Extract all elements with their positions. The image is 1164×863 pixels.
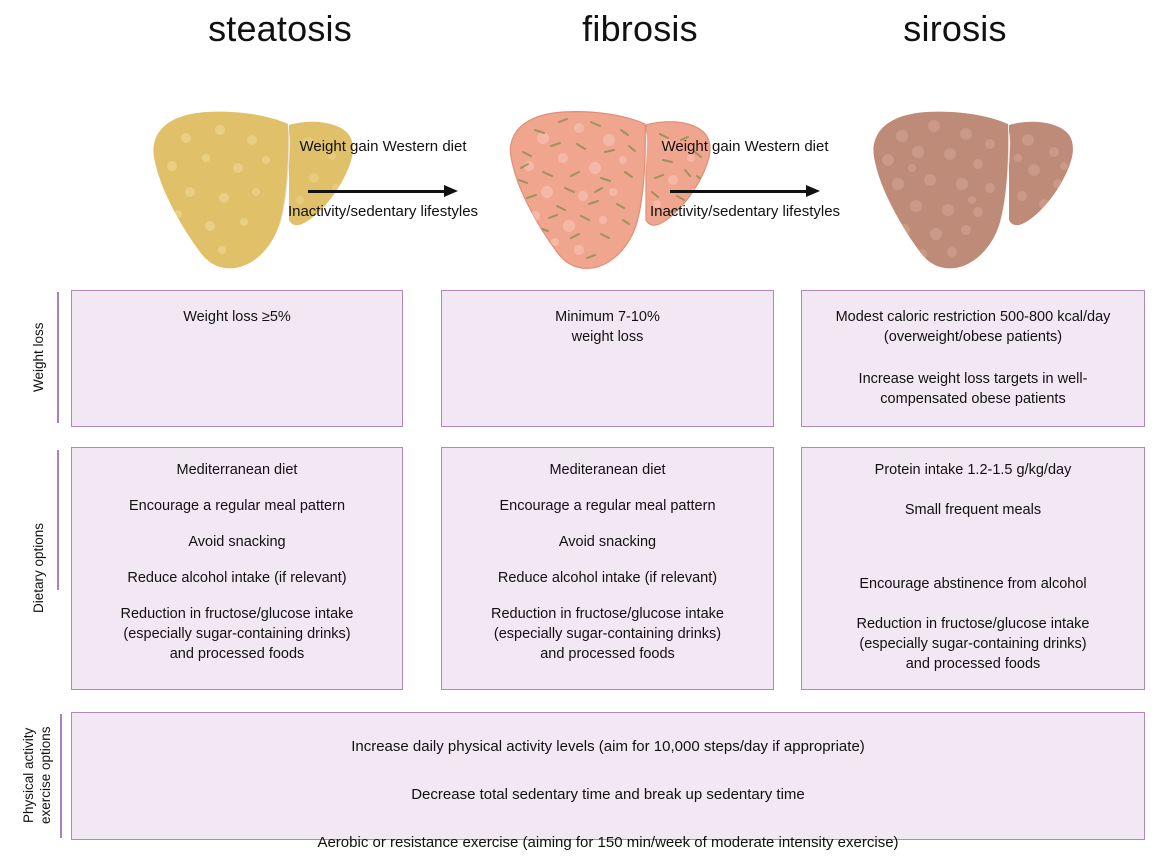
row-label-weight-loss: Weight loss xyxy=(31,322,46,393)
transition-label-top-1: Weight gain Western diet xyxy=(299,138,467,155)
liver-illustration-steatosis xyxy=(148,100,358,275)
cell-text: Reduction in fructose/glucose intake (es… xyxy=(120,606,354,662)
cell-text: Reduction in fructose/glucose intake (es… xyxy=(491,606,724,662)
arrow-right-icon-1 xyxy=(308,185,458,197)
stage-titles: steatosis fibrosis sirosis xyxy=(0,8,1164,62)
cell-text: Aerobic or resistance exercise (aiming f… xyxy=(317,834,899,851)
cell-text: Encourage abstinence from alcohol xyxy=(859,576,1087,592)
arrow-right-icon-2 xyxy=(670,185,820,197)
cell-text: Reduction in fructose/glucose intake (es… xyxy=(856,616,1090,672)
liver-illustration-fibrosis xyxy=(505,100,715,275)
cell-text: Decrease total sedentary time and break … xyxy=(411,786,805,803)
row-rule-weight-loss xyxy=(57,292,59,423)
cell-text: Avoid snacking xyxy=(188,534,286,550)
cell-text: Minimum 7-10% weight loss xyxy=(555,309,660,345)
cell-text: Reduce alcohol intake (if relevant) xyxy=(497,570,718,586)
cell-text: Encourage a regular meal pattern xyxy=(499,498,716,514)
weight-loss-cell-cirrhosis: Modest caloric restriction 500-800 kcal/… xyxy=(801,290,1145,427)
row-label-physical-activity: Physical activity exercise options xyxy=(21,726,53,824)
row-rule-dietary-options xyxy=(57,450,59,590)
stage-title-sirosis: sirosis xyxy=(903,8,1007,49)
cell-text: Mediteranean diet xyxy=(549,462,666,478)
weight-loss-cell-fibrosis: Minimum 7-10% weight loss xyxy=(441,290,774,427)
cell-text: Mediterranean diet xyxy=(176,462,298,478)
liver-illustration-cirrhosis xyxy=(868,100,1078,275)
row-label-dietary-options: Dietary options xyxy=(31,522,46,613)
transition-arrow-group-2: Weight gain Western diet Inactivity/sede… xyxy=(620,136,870,236)
physical-activity-cell: Increase daily physical activity levels … xyxy=(71,712,1145,851)
transition-label-top-2: Weight gain Western diet xyxy=(661,138,829,155)
dietary-cell-steatosis: Mediterranean diet Encourage a regular m… xyxy=(71,447,403,690)
weight-loss-cell-steatosis: Weight loss ≥5% xyxy=(71,290,403,427)
cell-text: Avoid snacking xyxy=(558,534,657,550)
stage-title-steatosis: steatosis xyxy=(208,8,352,49)
cell-text: Small frequent meals xyxy=(904,502,1042,518)
cell-text: Weight loss ≥5% xyxy=(183,309,291,325)
cell-text: Protein intake 1.2-1.5 g/kg/day xyxy=(874,462,1072,478)
cell-text: Reduce alcohol intake (if relevant) xyxy=(127,570,347,586)
transition-label-bottom-1: Inactivity/sedentary lifestyles xyxy=(287,203,479,220)
cell-text: Increase daily physical activity levels … xyxy=(351,738,865,755)
cell-text: Modest caloric restriction 500-800 kcal/… xyxy=(835,309,1111,345)
stage-title-fibrosis: fibrosis xyxy=(582,8,698,49)
row-rule-physical-activity xyxy=(60,714,62,838)
transition-arrow-group-1: Weight gain Western diet Inactivity/sede… xyxy=(258,136,508,236)
transition-label-bottom-2: Inactivity/sedentary lifestyles xyxy=(649,203,841,220)
dietary-cell-fibrosis: Mediteranean diet Encourage a regular me… xyxy=(441,447,774,690)
cell-text: Encourage a regular meal pattern xyxy=(128,498,346,514)
cell-text: Increase weight loss targets in well- co… xyxy=(858,371,1088,407)
dietary-cell-cirrhosis: Protein intake 1.2-1.5 g/kg/day Small fr… xyxy=(801,447,1145,690)
